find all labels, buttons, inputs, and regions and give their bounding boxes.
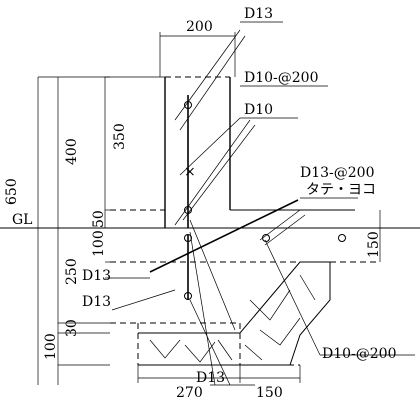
wall-stem (164, 76, 355, 228)
label-top-bar: D13 (244, 6, 273, 22)
dim-bottom-270: 270 (176, 385, 203, 401)
label-wall-bar: D10-@200 (244, 70, 319, 86)
leader-lines (105, 21, 415, 386)
label-left-bar-upper: D13 (82, 268, 111, 284)
dimension-lines (37, 76, 381, 385)
dim-footing-30: 30 (64, 319, 80, 337)
label-wall-bar2: D10 (244, 102, 273, 118)
label-left-bar-lower: D13 (82, 294, 111, 310)
dim-slab-100: 100 (91, 230, 107, 257)
dim-slab-step: 50 (91, 210, 107, 228)
wall-extension-lines (159, 32, 236, 77)
dim-wall-width: 200 (186, 19, 213, 35)
rebar-sections (184, 101, 346, 300)
label-slab-bar-dir: タテ・ヨコ (306, 182, 376, 198)
dim-below-gl: 250 (64, 258, 80, 285)
slab-outline (110, 209, 380, 366)
label-slab-bar: D13-@200 (300, 165, 375, 181)
cross-mark-icon: × (184, 164, 196, 180)
dim-bottom-150: 150 (256, 385, 283, 401)
dim-footing-100: 100 (43, 333, 59, 360)
label-ground-level: GL (12, 212, 32, 228)
gravel-hatch (140, 261, 331, 366)
dim-wall-inner: 350 (112, 123, 128, 150)
label-footing-bar: D10-@200 (322, 346, 397, 362)
label-bottom-bar: D13 (196, 370, 225, 386)
dim-above-gl: 400 (64, 138, 80, 165)
dim-total-height: 650 (4, 178, 20, 205)
dim-slab-150: 150 (366, 231, 382, 258)
